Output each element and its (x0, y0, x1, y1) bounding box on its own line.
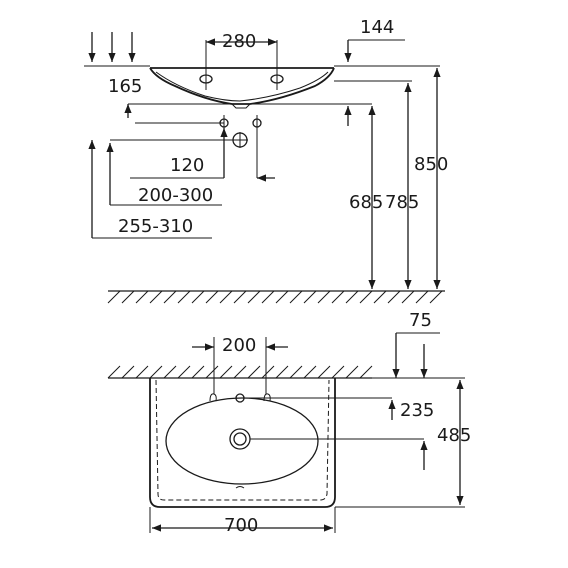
dim-75-label: 75 (409, 310, 432, 331)
dim-280-label: 280 (222, 31, 256, 52)
dim-120-label: 120 (170, 155, 204, 176)
dim-850-label: 850 (414, 154, 448, 175)
dim-200-300-label: 200-300 (138, 185, 213, 206)
dim-255-310-label: 255-310 (118, 216, 193, 237)
dim-685-label: 685 (349, 192, 383, 213)
dim-235-label: 235 (400, 400, 434, 421)
dim-165-label: 165 (108, 76, 142, 97)
dim-785-label: 785 (385, 192, 419, 213)
basin-top-outline (149, 378, 336, 508)
floor-hatch (107, 290, 445, 304)
wall-hatch (107, 365, 373, 379)
dim-200-label: 200 (222, 335, 256, 356)
side-view: 165 280 144 120 200-300 255-310 685 785 (84, 17, 448, 304)
dim-144-label: 144 (360, 17, 394, 38)
top-view: 200 75 235 485 700 (107, 310, 471, 536)
basin-side-profile (149, 67, 335, 109)
dim-485-label: 485 (437, 425, 471, 446)
dim-700-label: 700 (224, 515, 258, 536)
supply-fittings (219, 115, 262, 148)
